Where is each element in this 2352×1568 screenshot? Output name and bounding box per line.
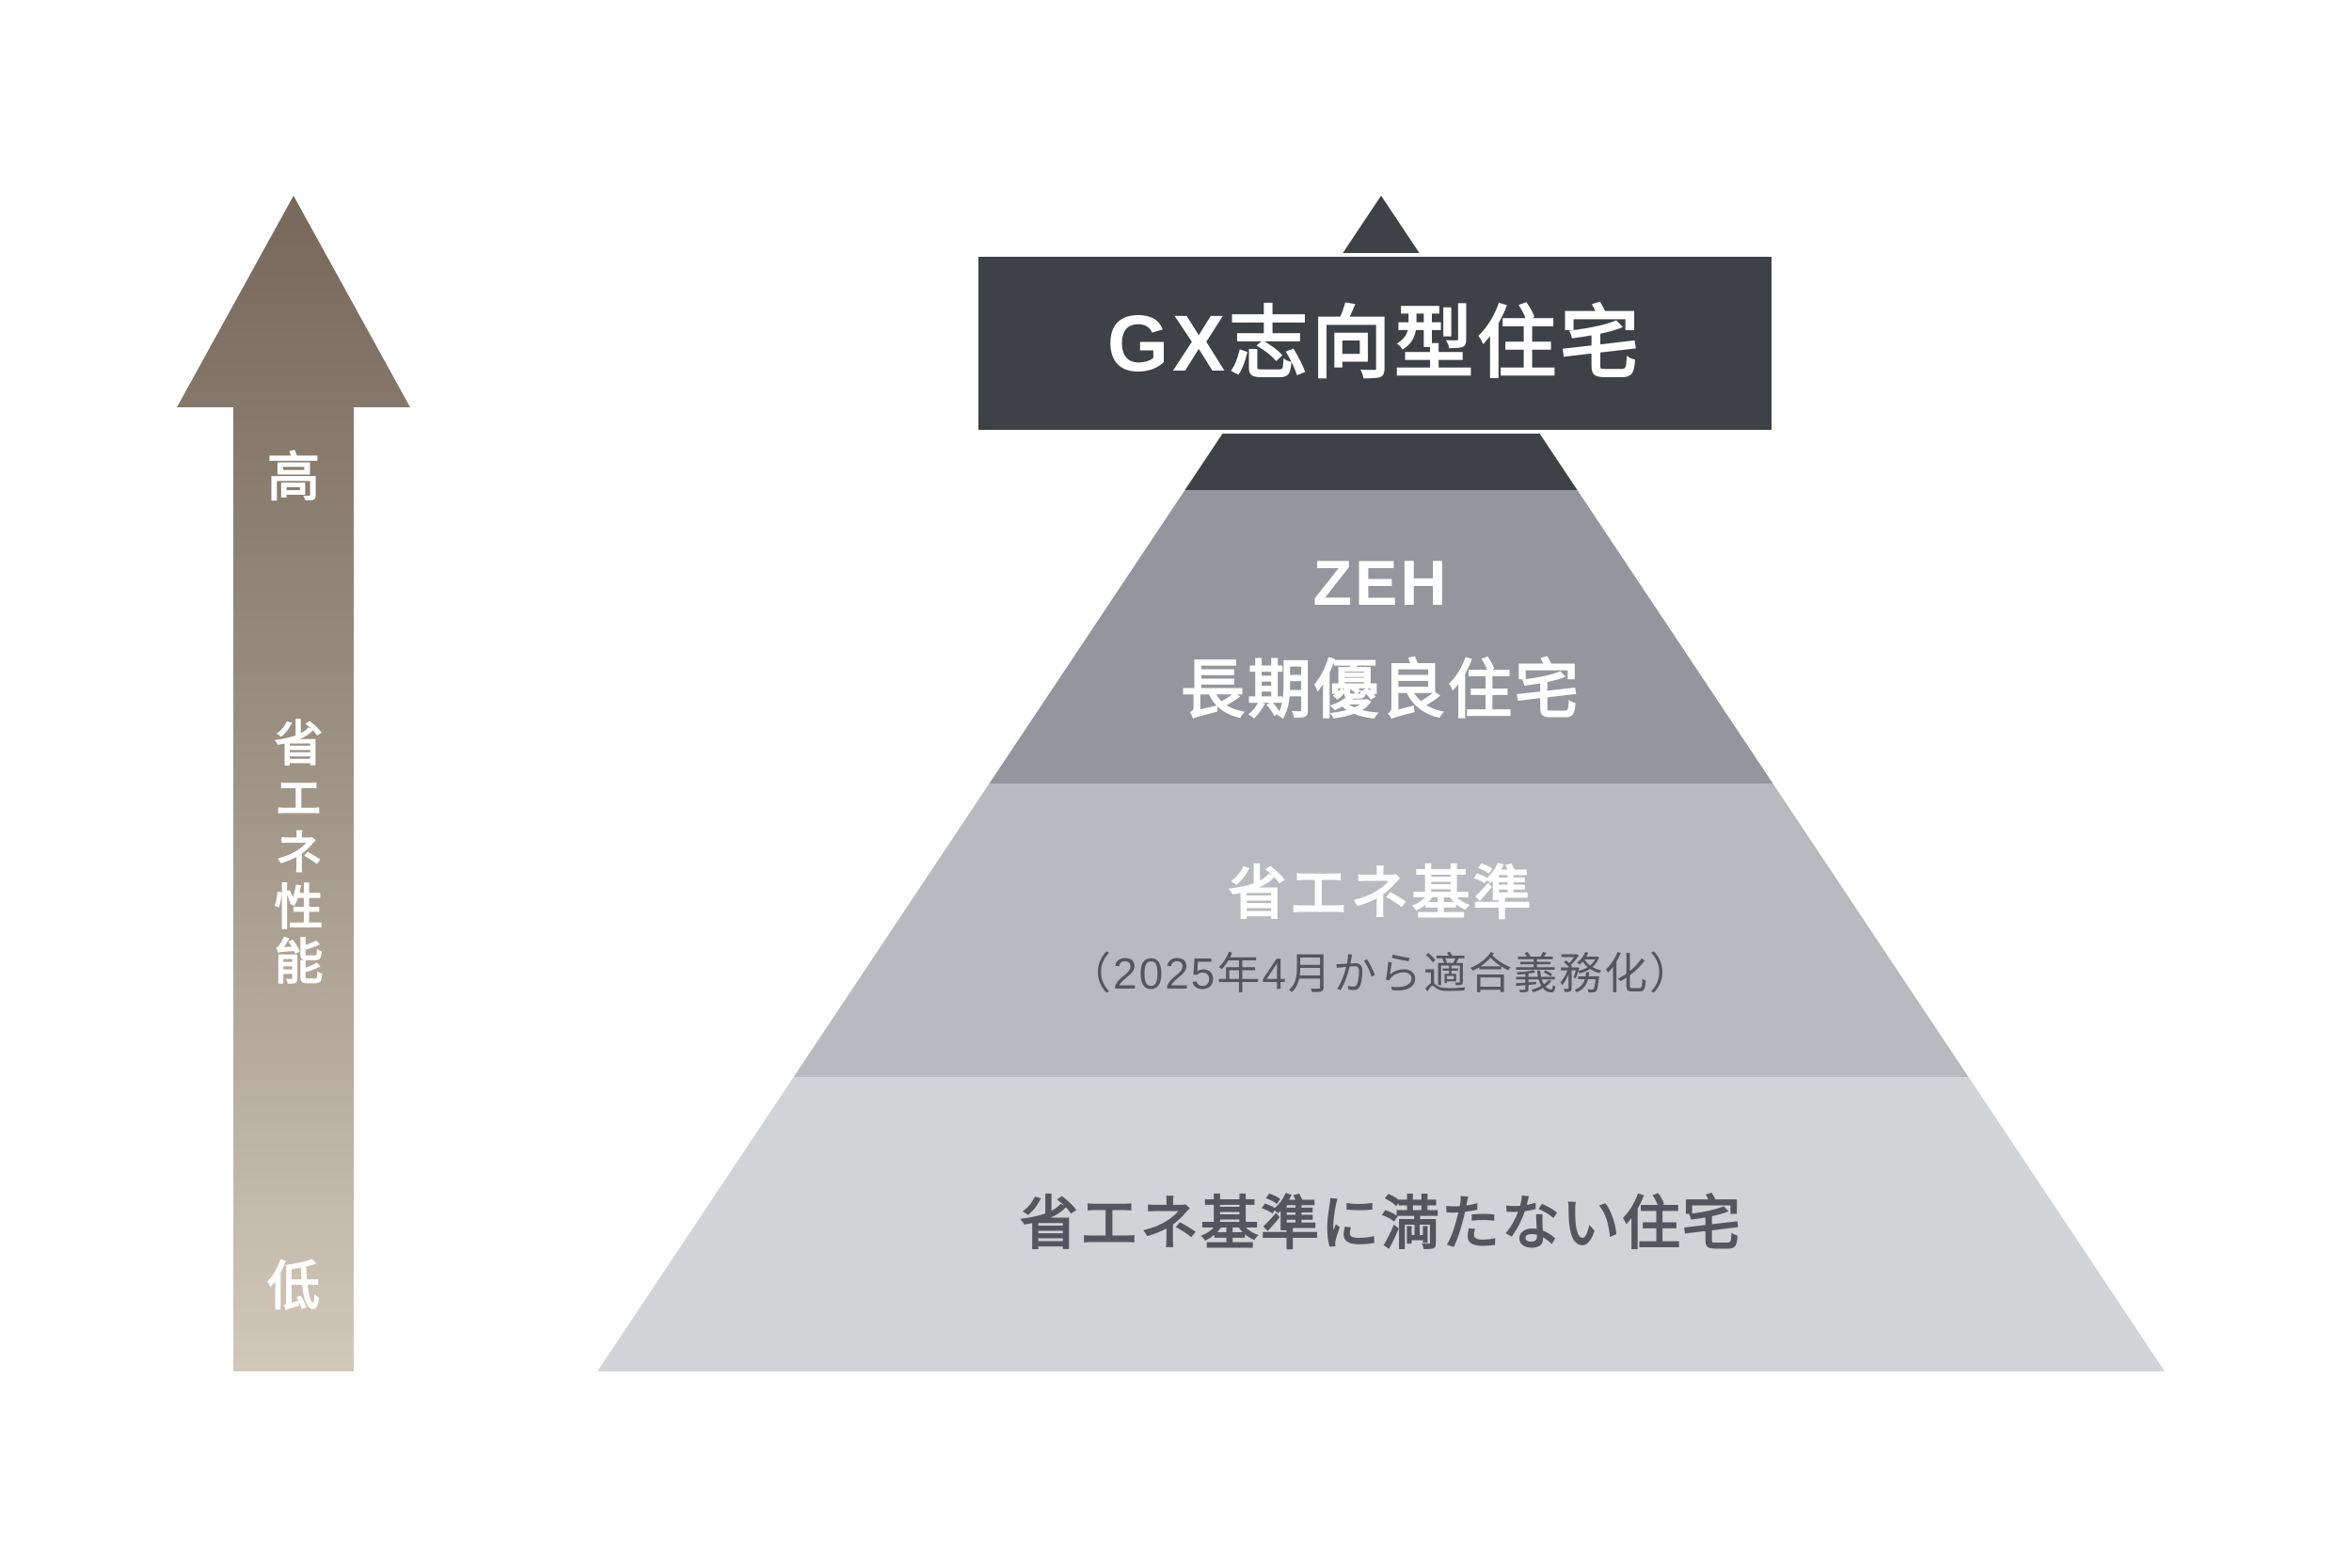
energy-performance-arrow-icon: 高 省エネ性能 低: [177, 196, 410, 1371]
axis-label-energy-performance: 省エネ性能: [266, 718, 321, 990]
pyramid-tier-zeh-choki-yuryo: ZEH 長期優良住宅: [597, 490, 2165, 784]
pyramid-tier-energy-standard: 省エネ基準 （2025年4月から適合義務化）: [597, 784, 2165, 1077]
tier-zeh-line1: ZEH: [1312, 547, 1450, 619]
pyramid-tier-below-standard: 省エネ基準に満たない住宅: [597, 1077, 2165, 1371]
gx-banner-label: GX志向型住宅: [1106, 299, 1644, 388]
axis-label-low: 低: [267, 1257, 320, 1316]
axis-label-wrap: 省エネ性能: [177, 715, 410, 993]
tier-energy-standard-title: 省エネ基準: [1228, 862, 1534, 927]
tier-below-standard-label: 省エネ基準に満たない住宅: [1019, 1191, 1742, 1257]
tier-energy-standard-subtitle: （2025年4月から適合義務化）: [1068, 949, 1694, 998]
axis-label-high: 高: [267, 448, 320, 507]
gx-banner: GX志向型住宅: [975, 253, 1775, 434]
tier-zeh-line2: 長期優良住宅: [1180, 655, 1581, 726]
